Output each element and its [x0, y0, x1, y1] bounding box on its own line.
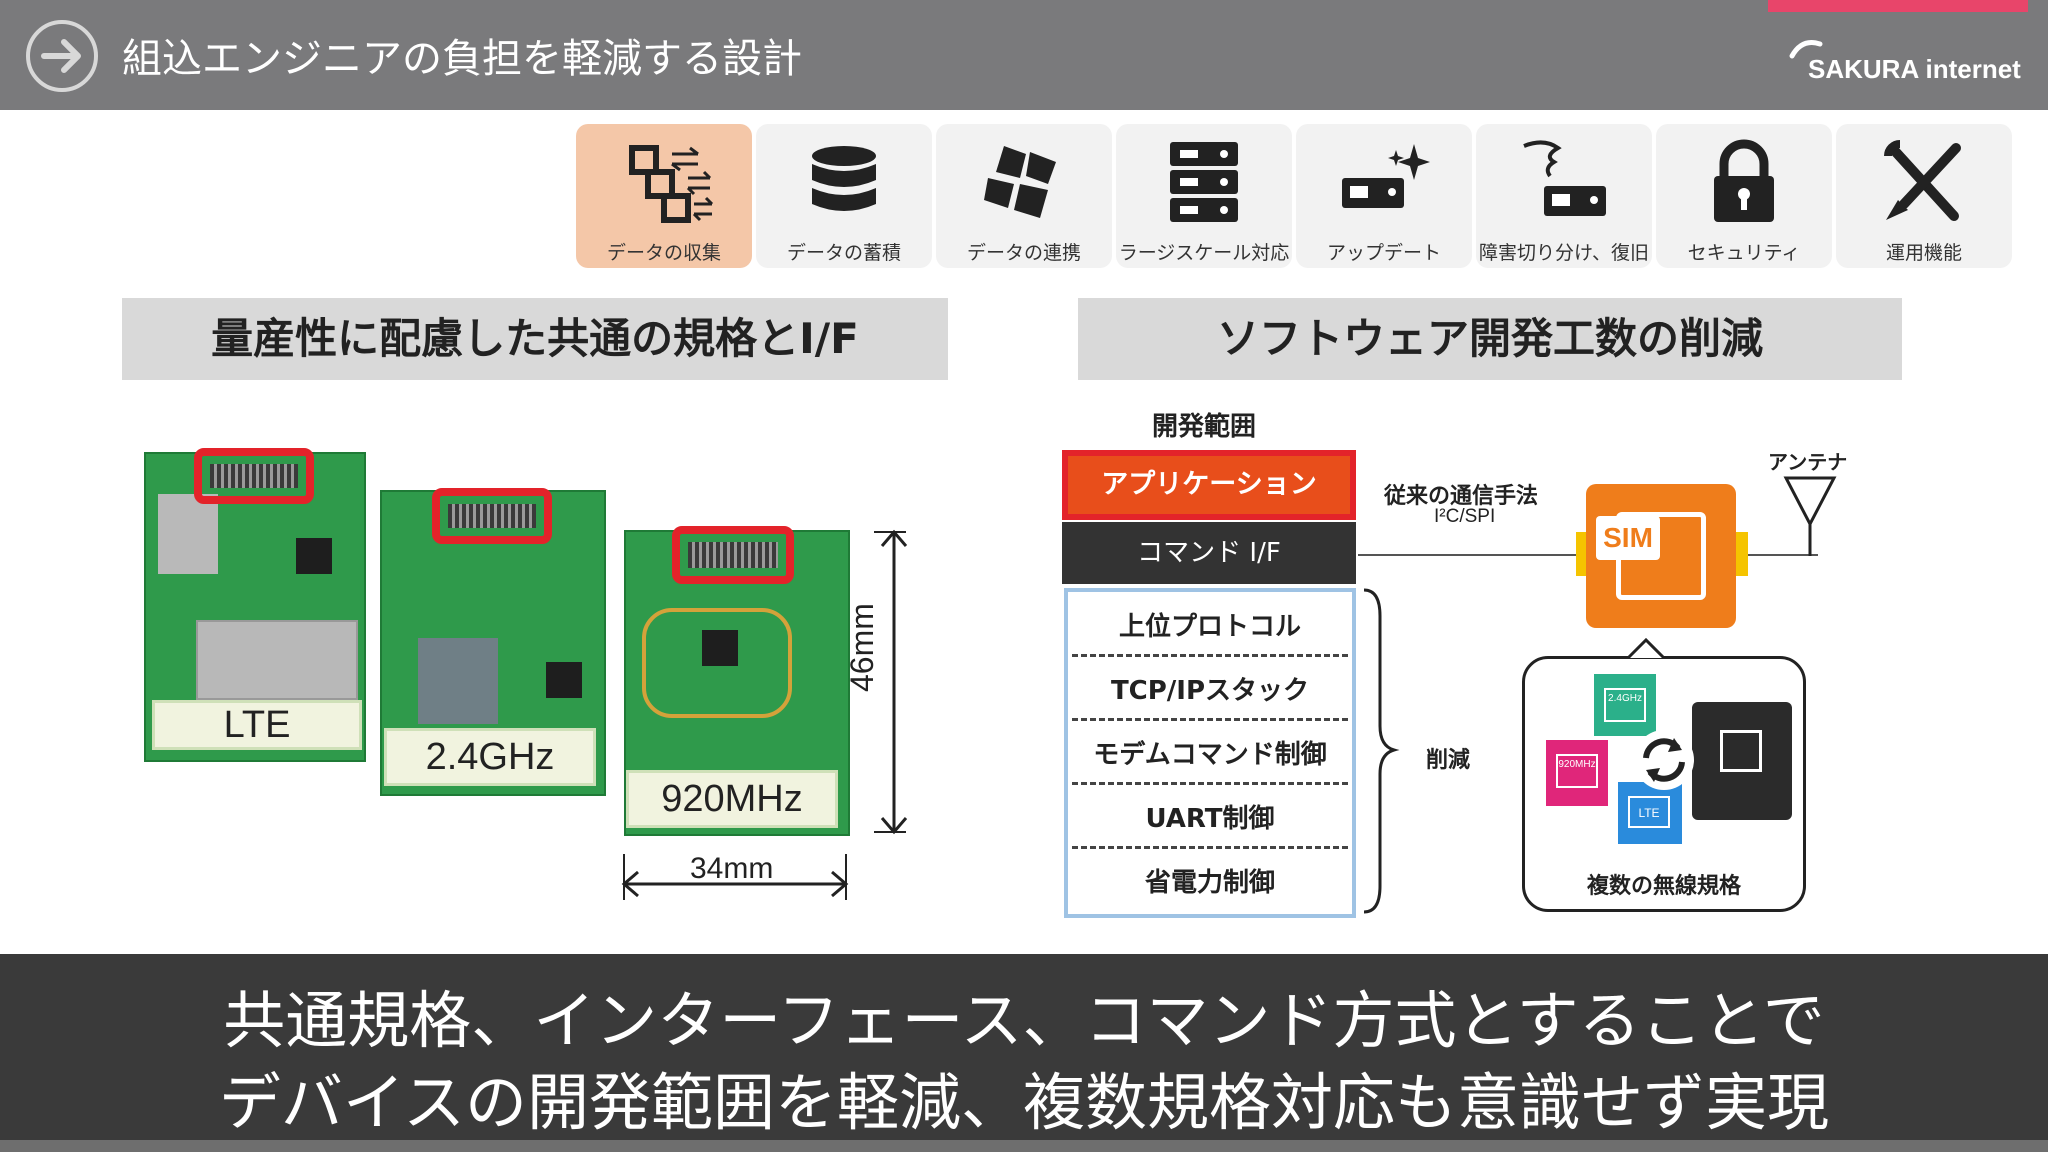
board-chip — [546, 662, 582, 698]
feature-label: 運用機能 — [1885, 242, 1962, 264]
connector-highlight — [194, 448, 314, 504]
conventional-bus-label: I²C/SPI — [1434, 506, 1496, 527]
feature-tile-operations[interactable]: 運用機能 — [1836, 124, 2012, 268]
feature-label: ラージスケール対応 — [1118, 242, 1290, 264]
chip-transfer-icon — [629, 145, 714, 223]
layer-divider — [1072, 718, 1348, 721]
feature-label: データの連携 — [966, 242, 1081, 264]
lock-icon — [1714, 139, 1774, 222]
sync-arrows-icon — [1634, 730, 1694, 790]
feature-label: データの蓄積 — [786, 242, 901, 264]
conventional-method-label: 従来の通信手法 — [1384, 484, 1539, 509]
sakura-logo-icon — [1788, 34, 1824, 70]
feature-label: アップデート — [1326, 242, 1441, 264]
board-label-920mhz: 920MHz — [626, 770, 838, 828]
feature-tile-security[interactable]: セキュリティ — [1656, 124, 1832, 268]
connector-highlight — [672, 526, 794, 584]
puzzle-icon — [984, 146, 1056, 218]
feature-label: 障害切り分け、復旧 — [1478, 242, 1650, 264]
arrow-right-icon[interactable] — [26, 20, 98, 92]
board-chip — [702, 630, 738, 666]
reduce-label: 削減 — [1426, 748, 1471, 773]
server-rack-icon — [1170, 142, 1238, 222]
board-label-lte: LTE — [152, 700, 362, 750]
reduced-layers-box — [1064, 588, 1356, 918]
tools-icon — [1884, 140, 1961, 221]
feature-tile-data-storage[interactable]: データの蓄積 — [756, 124, 932, 268]
device-sparkle-icon — [1342, 144, 1430, 208]
command-if-layer: コマンド I/F — [1062, 522, 1356, 584]
dimension-lines — [621, 529, 908, 900]
reduce-brace — [1363, 588, 1400, 914]
connection-line — [1358, 554, 1578, 556]
layer-divider — [1072, 654, 1348, 657]
antenna-label: アンテナ — [1768, 450, 1848, 474]
footer-line-1: 共通規格、インターフェース、コマンド方式とすることで — [223, 984, 1825, 1057]
scope-label: 開発範囲 — [1152, 412, 1257, 442]
bubble-tail — [1626, 638, 1666, 660]
feature-tile-data-linkage[interactable]: データの連携 — [936, 124, 1112, 268]
layer-divider — [1072, 782, 1348, 785]
mini-chip-920mhz: 920MHz — [1546, 740, 1608, 806]
board-label-2-4ghz: 2.4GHz — [384, 728, 596, 786]
layer-upper-protocol: 上位プロトコル — [1118, 612, 1301, 642]
footer-line-2: デバイスの開発範囲を軽減、複数規格対応も意識せず実現 — [218, 1066, 1830, 1139]
feature-tile-large-scale[interactable]: ラージスケール対応 — [1116, 124, 1292, 268]
mini-chip-lte: LTE — [1618, 782, 1682, 844]
section-header-right: ソフトウェア開発工数の削減 — [1078, 298, 1902, 380]
feature-tile-troubleshooting[interactable]: 障害切り分け、復旧 — [1476, 124, 1652, 268]
lte-module-shield — [196, 620, 358, 700]
device-module-icon — [1692, 702, 1792, 820]
layer-modem-command: モデムコマンド制御 — [1093, 740, 1327, 770]
layer-divider — [1072, 846, 1348, 849]
dimension-width-label: 34mm — [690, 852, 774, 885]
multi-radio-label: 複数の無線規格 — [1586, 874, 1741, 899]
antenna-trace — [642, 608, 792, 718]
connector-highlight — [432, 488, 552, 544]
antenna-icon — [1783, 476, 1837, 556]
brand-name: SAKURA internet — [1808, 54, 2021, 84]
feature-tile-update[interactable]: アップデート — [1296, 124, 1472, 268]
feature-label: データの収集 — [606, 242, 721, 264]
feature-tile-data-collection[interactable]: データの収集 — [576, 124, 752, 268]
antenna-line — [1738, 554, 1818, 556]
header-bar — [0, 0, 2048, 110]
layer-power-saving: 省電力制御 — [1144, 868, 1275, 898]
device-tornado-icon — [1523, 140, 1606, 216]
sim-label: SIM — [1596, 516, 1660, 560]
sim-slot — [158, 494, 218, 574]
chip-pin-right — [1734, 532, 1748, 576]
section-header-left: 量産性に配慮した共通の規格とI/F — [122, 298, 948, 380]
page-title: 組込エンジニアの負担を軽減する設計 — [122, 36, 802, 82]
feature-label: セキュリティ — [1687, 242, 1801, 264]
module-2-4ghz — [418, 638, 498, 724]
mini-chip-2-4ghz: 2.4GHz — [1594, 674, 1656, 736]
layer-uart: UART制御 — [1145, 804, 1275, 834]
sim-chip-icon: SIM — [1586, 484, 1736, 628]
footer-banner: 共通規格、インターフェース、コマンド方式とすることで デバイスの開発範囲を軽減、… — [0, 954, 2048, 1152]
application-layer: アプリケーション — [1062, 450, 1356, 520]
header-accent-strip — [1768, 0, 2028, 12]
database-icon — [812, 146, 876, 211]
bottom-strip — [0, 1140, 2048, 1152]
layer-tcpip: TCP/IPスタック — [1110, 676, 1310, 706]
dimension-height-label: 46mm — [844, 603, 880, 692]
board-chip — [296, 538, 332, 574]
